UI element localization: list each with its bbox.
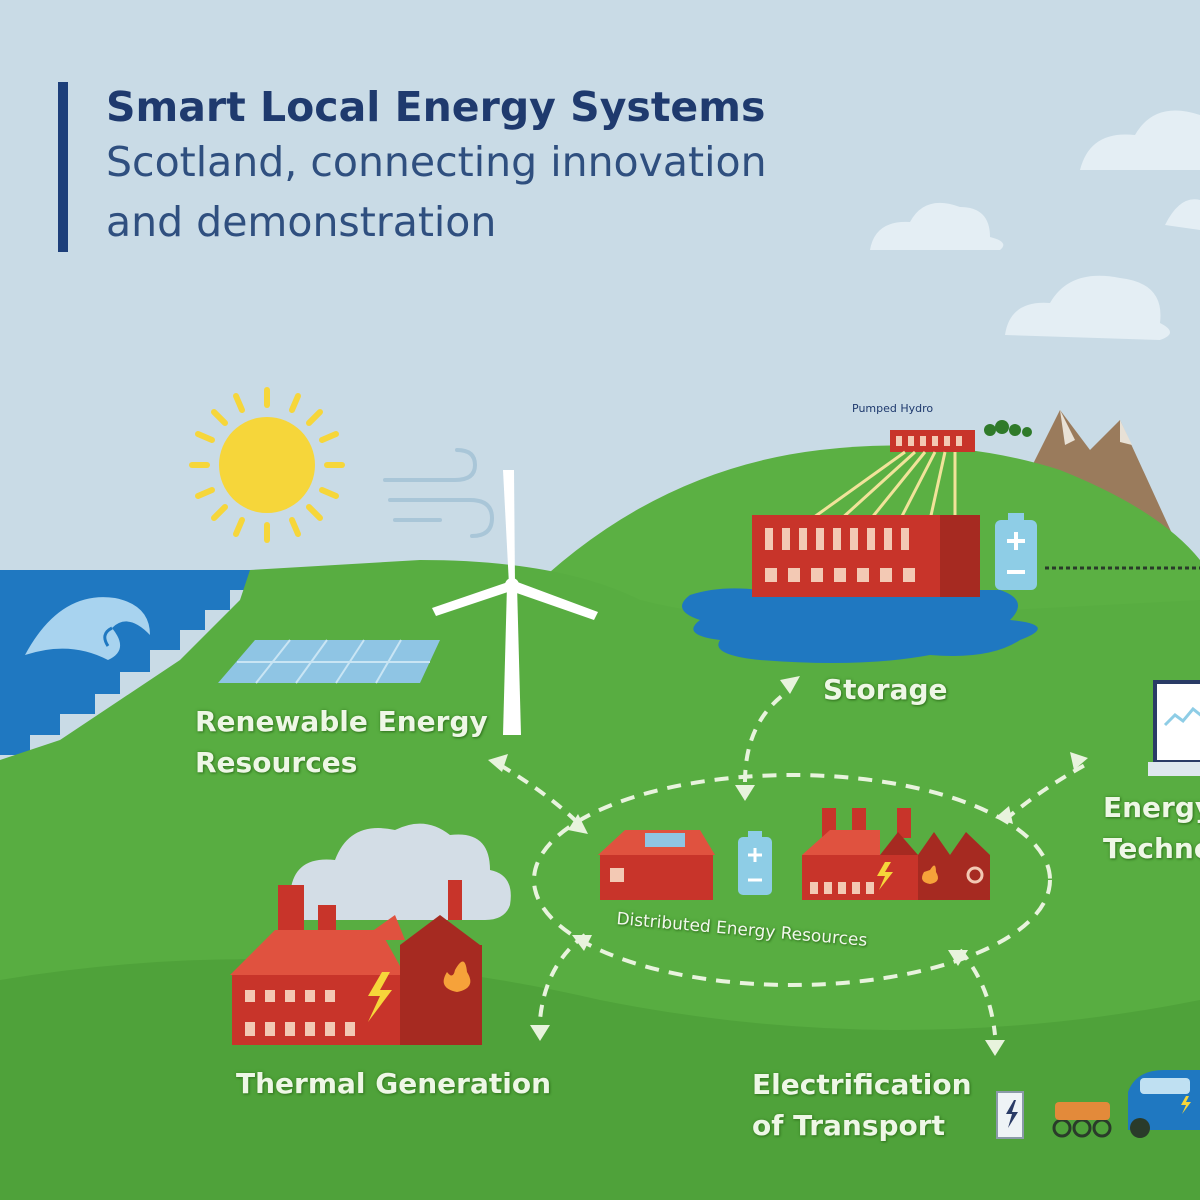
laptop-icon xyxy=(1148,680,1200,776)
page-subtitle: Scotland, connecting innovation and demo… xyxy=(106,138,767,246)
wind-turbine-icon xyxy=(432,470,598,735)
battery-icon xyxy=(995,513,1037,590)
label-pumped-hydro: Pumped Hydro xyxy=(852,402,934,415)
der-battery-icon xyxy=(738,831,772,895)
bicycle-icon xyxy=(1052,1102,1112,1138)
trees xyxy=(984,420,1032,437)
der-factory-icon xyxy=(802,808,990,900)
wind-icon xyxy=(383,448,495,538)
cloud-2 xyxy=(870,202,1004,250)
label-thermal: Thermal Generation xyxy=(236,1067,551,1100)
distributed-energy-ellipse xyxy=(532,773,1052,987)
connector-arrows xyxy=(498,688,1086,1036)
label-energy-technology: Energy Techno xyxy=(1103,791,1200,865)
lightning-icon xyxy=(368,972,392,1022)
house-icon xyxy=(598,830,715,900)
reservoir-water xyxy=(682,588,1038,664)
title-block: Smart Local Energy Systems Scotland, con… xyxy=(58,82,826,253)
storage-building xyxy=(752,515,980,597)
pumped-hydro-station xyxy=(809,420,1032,522)
charging-station-icon xyxy=(996,1091,1024,1139)
electric-car-icon xyxy=(1128,1070,1200,1138)
flame-icon xyxy=(443,961,471,992)
cloud-group xyxy=(870,110,1200,340)
page-title: Smart Local Energy Systems xyxy=(106,83,766,131)
arrowheads xyxy=(488,676,1088,1056)
thermal-factory-icon xyxy=(230,880,482,1045)
cloud-1 xyxy=(1080,110,1200,170)
label-storage: Storage xyxy=(823,673,948,706)
wave-icon xyxy=(25,597,150,660)
cloud-3 xyxy=(1005,275,1170,340)
sun-icon xyxy=(189,387,345,543)
cloud-4 xyxy=(1165,199,1200,230)
label-renewable: Renewable Energy Resources xyxy=(195,705,488,779)
label-transport: Electrification of Transport xyxy=(752,1068,972,1142)
solar-panel-icon xyxy=(218,639,440,684)
